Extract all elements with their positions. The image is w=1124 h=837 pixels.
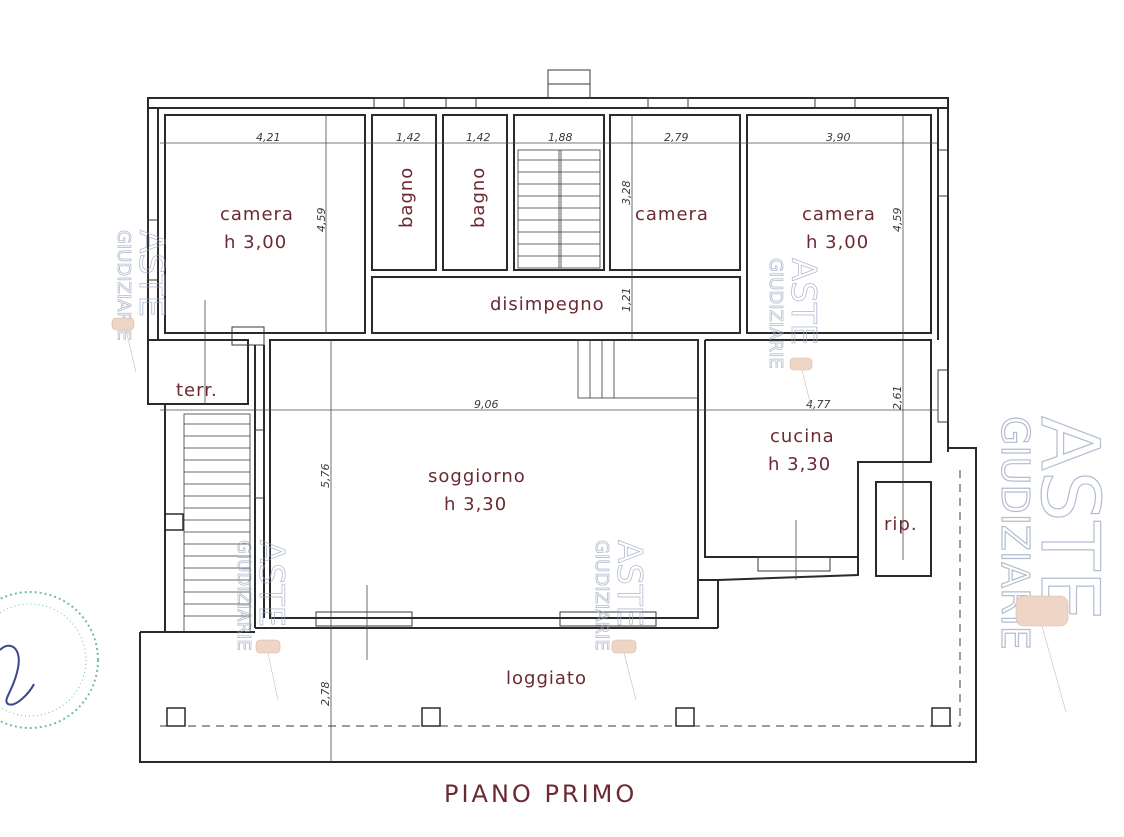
dimension-labels: 4,21 1,42 1,42 1,88 2,79 3,90 9,06 4,77 … <box>256 131 904 706</box>
dim-4-21: 4,21 <box>256 131 281 144</box>
room-loggiato: loggiato <box>506 668 587 689</box>
room-labels: camera h 3,00 bagno bagno camera camera … <box>176 167 918 689</box>
watermark-logo-2: ASTE GIUDIZIARIE <box>765 258 824 370</box>
svg-text:GIUDIZIARIE: GIUDIZIARIE <box>233 540 254 651</box>
dim-4-59-a: 4,59 <box>315 208 328 233</box>
dim-9-06: 9,06 <box>474 398 499 411</box>
watermark-logo-1: ASTE GIUDIZIARIE <box>113 230 172 342</box>
watermark-logo-3: ASTE GIUDIZIARIE <box>233 540 292 652</box>
cucina-outline <box>698 339 932 628</box>
svg-text:GIUDIZIARIE: GIUDIZIARIE <box>113 230 134 341</box>
gavel-icon <box>111 317 1069 713</box>
room-camera-left-height: h 3,00 <box>224 232 287 253</box>
central-stair <box>517 149 601 269</box>
dim-5-76: 5,76 <box>319 464 332 489</box>
dim-1-42-a: 1,42 <box>396 131 421 144</box>
stamp-seal <box>0 591 99 729</box>
room-camera-right-height: h 3,00 <box>806 232 869 253</box>
room-camera-left: camera <box>220 204 294 225</box>
dimension-lines <box>160 115 938 762</box>
room-terrazzo: terr. <box>176 380 218 401</box>
room-soggiorno-height: h 3,30 <box>444 494 507 515</box>
outer-walls <box>147 69 949 452</box>
dim-1-42-b: 1,42 <box>466 131 491 144</box>
room-soggiorno: soggiorno <box>428 466 526 487</box>
disimpegno-outline <box>371 276 741 334</box>
svg-text:ASTE: ASTE <box>609 540 649 627</box>
svg-text:ASTE: ASTE <box>1023 416 1116 621</box>
watermark-logo-4: ASTE GIUDIZIARIE <box>591 540 650 652</box>
room-camera-right: camera <box>802 204 876 225</box>
dim-3-90: 3,90 <box>826 131 851 144</box>
dim-2-78: 2,78 <box>319 682 332 707</box>
dim-4-59-b: 4,59 <box>891 208 904 233</box>
watermarks: ASTE GIUDIZIARIE ASTE GIUDIZIARIE ASTE G… <box>111 230 1117 713</box>
upper-rooms <box>147 97 949 423</box>
ripostiglio-outline <box>875 481 932 577</box>
room-bagno-2: bagno <box>468 167 489 228</box>
svg-text:ASTE: ASTE <box>131 230 171 317</box>
dim-3-28: 3,28 <box>620 181 633 206</box>
exterior-stair <box>164 404 251 633</box>
dim-1-21: 1,21 <box>620 288 633 313</box>
svg-text:ASTE: ASTE <box>251 540 291 627</box>
dim-2-61: 2,61 <box>891 386 904 411</box>
svg-text:ASTE: ASTE <box>783 258 823 345</box>
room-camera-mid: camera <box>635 204 709 225</box>
svg-text:GIUDIZIARIE: GIUDIZIARIE <box>765 258 786 369</box>
dim-2-79: 2,79 <box>664 131 689 144</box>
signature-mark <box>0 644 35 706</box>
plan-title: PIANO PRIMO <box>444 780 637 808</box>
dim-1-88: 1,88 <box>548 131 573 144</box>
soggiorno-outline <box>254 339 699 628</box>
watermark-logo-large: ASTE GIUDIZIARIE <box>992 415 1116 650</box>
terrace-outline <box>147 326 265 405</box>
svg-text:GIUDIZIARIE: GIUDIZIARIE <box>591 540 612 651</box>
room-bagno-1: bagno <box>396 167 417 228</box>
room-cucina-height: h 3,30 <box>768 454 831 475</box>
room-disimpegno: disimpegno <box>490 294 605 315</box>
room-cucina: cucina <box>770 426 835 447</box>
dim-4-77: 4,77 <box>806 398 831 411</box>
room-ripostiglio: rip. <box>884 514 918 535</box>
loggiato-outline <box>139 447 977 763</box>
